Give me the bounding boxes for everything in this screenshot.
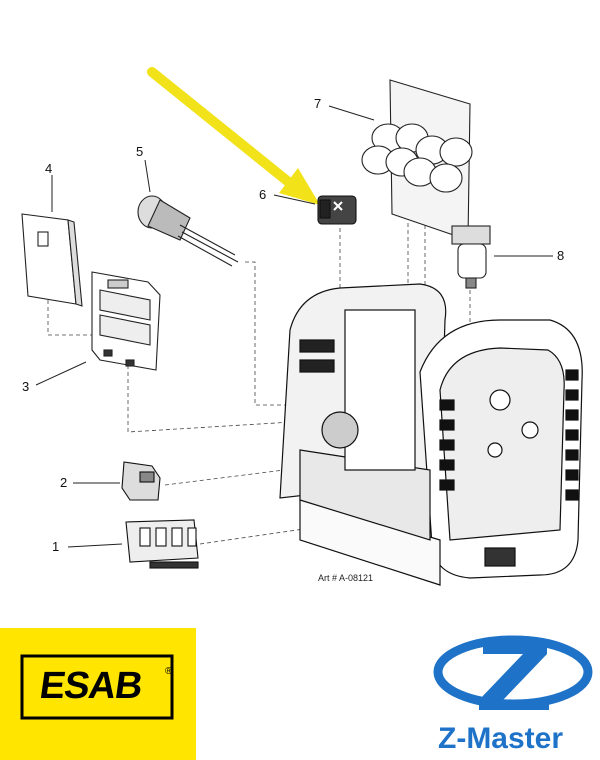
- callout-4: 4: [45, 161, 53, 176]
- esab-wordmark: ESAB: [37, 665, 145, 707]
- part-4-cover-plate: [21, 213, 83, 307]
- callout-3: 3: [22, 379, 30, 394]
- callout-7: 7: [314, 96, 322, 111]
- part-8-filter: [451, 225, 491, 289]
- exploded-parts-diagram: [21, 67, 583, 586]
- callout-5: 5: [136, 144, 144, 159]
- callout-8: 8: [557, 248, 565, 263]
- machine-chassis: [279, 283, 583, 586]
- part-5-cable-gland: [137, 195, 239, 267]
- art-reference: Art # A-08121: [318, 573, 374, 583]
- callout-1: 1: [52, 539, 60, 554]
- esab-frame-icon: [20, 654, 174, 720]
- registered-mark: ®: [165, 666, 173, 677]
- z-master-wordmark: Z-Master: [438, 722, 564, 755]
- part-6-switch: [317, 195, 357, 225]
- callout-2: 2: [60, 475, 68, 490]
- highlight-arrow: [147, 67, 320, 205]
- leader-lines: [35, 105, 553, 548]
- part-1-terminal-block: [125, 519, 199, 569]
- callout-6: 6: [259, 187, 267, 202]
- part-3-bracket: [91, 271, 161, 371]
- part-7-capacitor-bank: [361, 79, 473, 241]
- z-master-logo-icon: [433, 635, 593, 710]
- part-2-relay: [121, 461, 161, 501]
- esab-logo: ESAB ®: [0, 628, 196, 760]
